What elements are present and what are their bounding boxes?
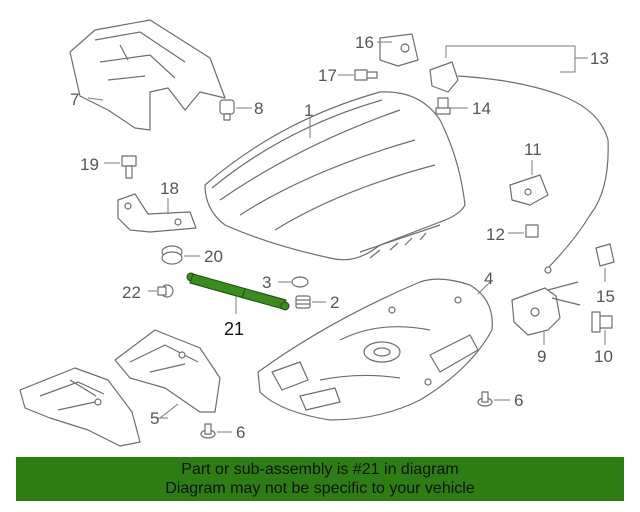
part-14-bolt[interactable] — [435, 97, 451, 115]
callout-20: 20 — [204, 247, 223, 266]
callout-16: 16 — [355, 33, 374, 52]
callout-21: 21 — [224, 319, 244, 339]
banner-line-2: Diagram may not be specific to your vehi… — [165, 480, 475, 497]
callout-6b: 6 — [236, 423, 245, 442]
callout-8: 8 — [254, 99, 263, 118]
callout-5: 5 — [150, 409, 159, 428]
part-16-bracket[interactable] — [379, 33, 419, 67]
info-banner: Part or sub-assembly is #21 in diagram D… — [16, 457, 624, 501]
part-6-clip-a[interactable] — [477, 391, 493, 407]
part-9-latch[interactable] — [511, 281, 581, 336]
part-8-clip[interactable] — [219, 99, 235, 121]
callout-19: 19 — [80, 155, 99, 174]
callout-1: 1 — [304, 101, 313, 120]
part-21-lift-support[interactable] — [186, 272, 290, 311]
callout-11: 11 — [524, 140, 542, 159]
callout-14: 14 — [472, 99, 491, 118]
part-2-grommet[interactable] — [295, 295, 311, 309]
callout-12: 12 — [486, 225, 505, 244]
part-20-stopper[interactable] — [161, 245, 183, 265]
part-15-clip[interactable] — [595, 243, 615, 267]
banner-line-1: Part or sub-assembly is #21 in diagram — [181, 461, 459, 478]
callout-2: 2 — [330, 293, 339, 312]
part-13-release-cable[interactable] — [429, 61, 609, 274]
callout-17: 17 — [318, 66, 337, 85]
callout-13: 13 — [590, 49, 609, 68]
part-22-ball-stud[interactable] — [157, 284, 174, 298]
part-17-bolt[interactable] — [354, 69, 378, 81]
callout-18: 18 — [160, 179, 179, 198]
part-7-undercover[interactable] — [69, 19, 226, 131]
callout-15: 15 — [596, 287, 615, 306]
part-3-ring[interactable] — [291, 276, 309, 288]
callout-9: 9 — [537, 347, 546, 366]
part-4-hood-insulator[interactable] — [257, 278, 493, 421]
callout-4: 4 — [484, 269, 493, 288]
part-18-hinge[interactable] — [117, 193, 197, 233]
part-1-hood[interactable] — [204, 91, 466, 261]
part-11-bracket[interactable] — [509, 174, 549, 206]
part-6-clip-b[interactable] — [200, 423, 216, 439]
part-12-bolt[interactable] — [525, 224, 539, 238]
part-10-bolt[interactable] — [591, 311, 613, 333]
callout-22: 22 — [122, 283, 141, 302]
callout-10: 10 — [594, 347, 613, 366]
callout-6a: 6 — [514, 391, 523, 410]
parts-diagram: 7 8 1 16 17 13 14 — [19, 19, 615, 447]
part-19-bolt[interactable] — [121, 155, 137, 179]
callout-7: 7 — [70, 90, 79, 109]
callout-3: 3 — [262, 273, 271, 292]
part-5-under-covers[interactable] — [19, 329, 221, 447]
